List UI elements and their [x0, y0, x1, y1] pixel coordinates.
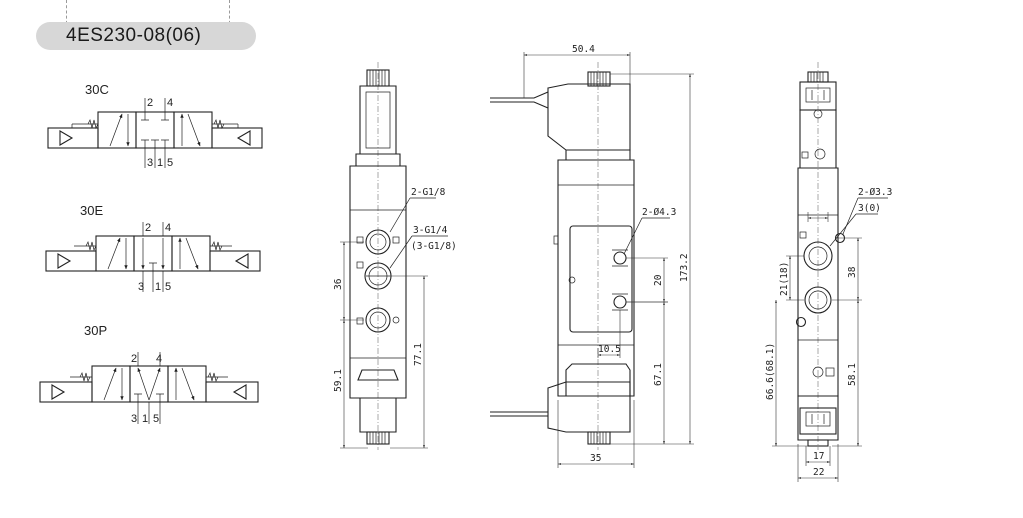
left-solenoid-box	[39, 381, 93, 403]
side-view: 2-Ø4.3 50.4 173.2 20 10.5 67.1	[490, 44, 694, 468]
left-solenoid-triangle	[59, 130, 74, 146]
port-2-label: 2	[145, 222, 151, 234]
envelope-center	[129, 365, 169, 403]
top-cable	[490, 91, 549, 109]
valve-body	[349, 165, 407, 399]
dim-outer-width: 22	[813, 467, 824, 478]
callout-end-port: 3(0)	[858, 203, 881, 214]
front-view: 2-G1/8 3-G1/4 (3-G1/8) 36 59.1 77.1	[333, 62, 457, 450]
port-2-label: 2	[147, 97, 153, 109]
callout-end-holes: 2-Ø3.3	[858, 187, 892, 198]
dim-port-pitch: 36	[333, 278, 344, 290]
port-5-label: 5	[167, 157, 173, 169]
dim-lower-outer: 66.6(68.1)	[765, 343, 776, 400]
dim-port-upper: 21(18)	[779, 262, 790, 296]
spring-right	[213, 118, 225, 130]
symbol-label: 30P	[84, 323, 107, 338]
dim-inner-width: 17	[813, 451, 824, 462]
model-title-tab	[36, 22, 256, 50]
right-solenoid-box	[211, 127, 263, 149]
port-3-label: 3	[131, 413, 137, 425]
envelope-right	[167, 365, 207, 403]
right-solenoid-box	[209, 250, 261, 272]
symbol-label: 30C	[85, 82, 109, 97]
port-5-label: 5	[165, 281, 171, 293]
left-pilot-line	[71, 122, 99, 128]
port-4-label: 4	[167, 97, 173, 109]
manual-override-cap-top	[587, 71, 611, 87]
port-4-label: 4	[165, 222, 171, 234]
valve-body	[557, 159, 635, 397]
port-5-label: 5	[153, 413, 159, 425]
top-coil	[547, 83, 631, 151]
callout-inlet-ports-alt: (3-G1/8)	[411, 241, 457, 252]
bottom-coil	[547, 381, 631, 433]
envelope-left	[95, 235, 135, 272]
right-solenoid-box	[205, 381, 259, 403]
spring-left	[87, 118, 99, 130]
dim-hole-pitch: 20	[653, 274, 664, 286]
outlet-port-2	[365, 229, 391, 255]
dim-coil-width: 50.4	[572, 44, 595, 55]
valve-symbol-30e: 30E 2 4 3 1 5	[45, 203, 261, 293]
dim-lower-length: 58.1	[847, 363, 858, 386]
mount-hole-lower	[613, 295, 627, 309]
dim-body-width: 35	[590, 453, 601, 464]
outlet-port-4	[365, 307, 391, 333]
callout-inlet-ports: 3-G1/4	[413, 225, 448, 236]
envelope-left	[97, 111, 137, 149]
callout-mount-holes: 2-Ø4.3	[642, 207, 676, 218]
bottom-connector-plug	[799, 407, 837, 435]
port-1-label: 1	[157, 157, 163, 169]
bottom-cable	[490, 411, 548, 417]
dim-lower-length: 67.1	[653, 363, 664, 386]
dim-lower-length: 59.1	[333, 369, 344, 392]
envelope-right	[173, 111, 213, 149]
end-view: 2-Ø3.3 3(0) 17 22 21(18) 66.6(68.1)	[765, 62, 892, 482]
envelope-right	[171, 235, 211, 272]
port-1-label: 1	[155, 281, 161, 293]
connector-cap-bottom	[807, 439, 829, 447]
envelope-left	[91, 365, 131, 403]
dim-hole-offset: 10.5	[598, 344, 621, 355]
end-mount-hole-lower	[795, 316, 807, 328]
valve-symbol-30c: 30C 2 4	[47, 82, 263, 169]
mounting-plate	[569, 225, 633, 333]
dim-center-length: 77.1	[413, 343, 424, 366]
callout-outlet-ports: 2-G1/8	[411, 187, 446, 198]
port-4-label: 4	[156, 353, 162, 365]
manual-override-cap-bottom	[587, 431, 611, 445]
valve-symbol-30p: 30P 2 4 3 1 5	[39, 323, 259, 425]
end-port-lower	[804, 286, 832, 314]
manual-override-cap-bottom	[366, 431, 390, 445]
bottom-coil	[359, 397, 397, 433]
port-3-label: 3	[147, 157, 153, 169]
dim-overall-height: 173.2	[679, 253, 690, 282]
port-2-label: 2	[131, 353, 137, 365]
right-solenoid-triangle	[236, 130, 251, 146]
port-1-label: 1	[142, 413, 148, 425]
model-title: 4ES230-08(06)	[66, 25, 202, 46]
symbol-label: 30E	[80, 203, 103, 218]
dim-upper: 38	[847, 266, 858, 278]
port-3-label: 3	[138, 281, 144, 293]
